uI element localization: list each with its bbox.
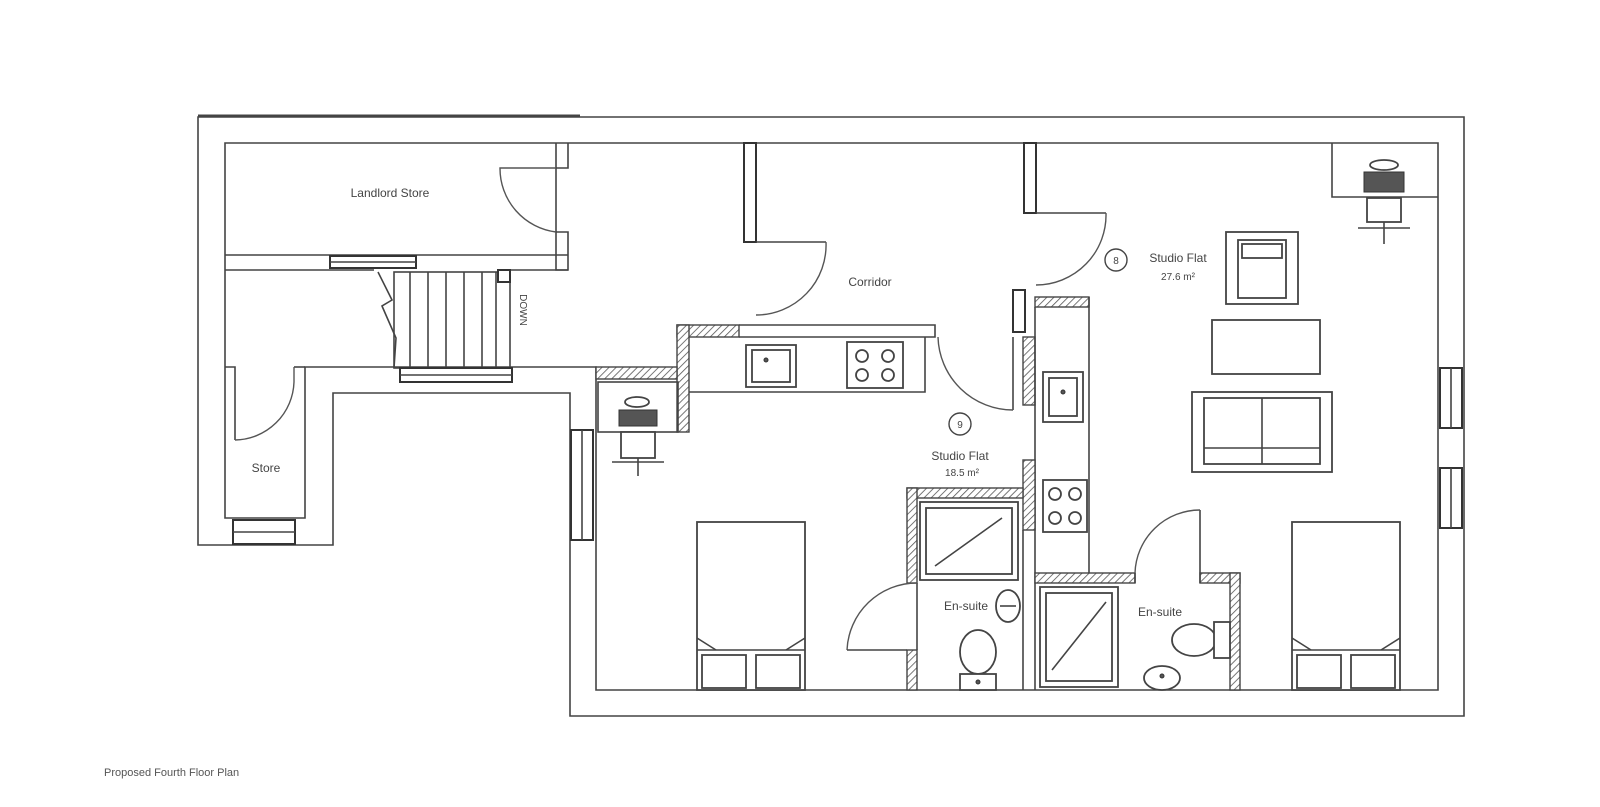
studio-8-area: 27.6 m²	[1161, 272, 1196, 283]
room-number-9: 9	[957, 420, 963, 431]
studio-9-kitchen	[745, 341, 904, 389]
room-number-marker-8: 8	[1104, 248, 1128, 272]
room-number-8: 8	[1113, 256, 1119, 267]
studio-8-ensuite-fixtures	[1039, 586, 1231, 691]
studio-8-table	[1211, 319, 1321, 375]
plan-caption: Proposed Fourth Floor Plan	[104, 767, 240, 779]
stair-direction-label: DOWN	[517, 294, 528, 326]
landlord-store-label: Landlord Store	[351, 186, 430, 200]
internal-walls	[225, 142, 1463, 691]
studio-9-bed	[696, 521, 806, 691]
studio-8-label: Studio Flat	[1149, 251, 1207, 265]
staircase	[377, 269, 513, 383]
corridor-label: Corridor	[848, 275, 891, 289]
ensuite-right-label: En-suite	[1138, 605, 1182, 619]
ensuite-left-label: En-suite	[944, 599, 988, 613]
room-number-marker-9: 9	[948, 412, 972, 436]
studio-9-desk	[597, 381, 679, 476]
studio-8-bed	[1291, 521, 1401, 691]
studio-8-sofa	[1191, 391, 1333, 473]
studio-8-kitchen	[1042, 371, 1088, 533]
store-label: Store	[252, 461, 281, 475]
studio-8-armchair	[1225, 231, 1299, 305]
doors	[234, 167, 1201, 651]
studio-8-desk	[1358, 159, 1410, 244]
studio-9-area: 18.5 m²	[945, 468, 980, 479]
studio-9-label: Studio Flat	[931, 449, 989, 463]
studio-9-ensuite-fixtures	[919, 501, 1021, 691]
